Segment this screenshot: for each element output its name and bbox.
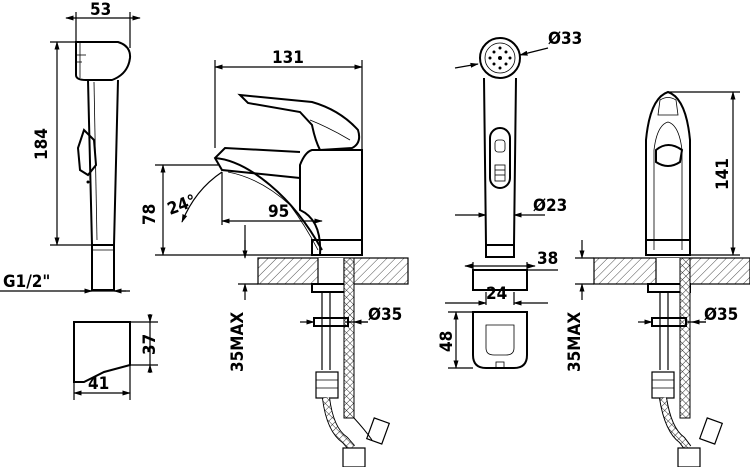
holder-front — [472, 311, 528, 369]
dim-handle-diameter: Ø23 — [533, 196, 567, 216]
faucet-front-view: 141 35MAX Ø35 — [565, 90, 750, 467]
hand-shower-trigger — [76, 128, 98, 177]
supply-hose-right — [679, 257, 691, 419]
hand-shower-handle — [87, 79, 119, 246]
dim-faucet-hole: Ø35 — [368, 305, 402, 325]
dim-spout-height: 78 — [140, 204, 160, 225]
faucet-lever — [237, 93, 361, 152]
faucet-spout — [213, 146, 301, 179]
spray-button — [489, 127, 511, 189]
dim-bracket-width: 41 — [88, 374, 109, 394]
faucet-side-view: 131 78 24° 95 35MAX Ø35 — [140, 48, 409, 467]
hand-shower-connector — [91, 244, 115, 291]
spray-head-face — [479, 37, 521, 79]
dim-spout-length: 95 — [268, 202, 289, 222]
dim-side-hole: Ø35 — [704, 305, 738, 325]
dim-faucet-reach: 131 — [272, 48, 304, 68]
spray-head-views: Ø33 Ø23 38 24 48 — [437, 29, 582, 369]
hand-shower-head — [75, 41, 132, 81]
hand-shower-view: 53 184 G1/2" 37 41 — [0, 0, 160, 400]
dim-faucet-max-thickness: 35MAX — [228, 312, 248, 372]
wall-bracket — [73, 321, 131, 383]
dim-holder-width: 38 — [537, 249, 558, 269]
dim-holder-inner: 24 — [486, 284, 507, 304]
dim-handshower-height: 184 — [32, 128, 52, 160]
holder-top — [472, 269, 528, 291]
spray-handle — [483, 77, 517, 246]
dim-holder-height: 48 — [437, 331, 457, 352]
supply-hose — [343, 257, 355, 419]
dim-spout-angle: 24° — [165, 191, 199, 220]
dim-side-height: 141 — [713, 158, 733, 190]
dim-thread: G1/2" — [3, 272, 50, 292]
dim-side-max-thickness: 35MAX — [565, 312, 585, 372]
faucet-front-body — [645, 90, 691, 256]
dim-spray-diameter: Ø33 — [548, 29, 582, 49]
dim-bracket-height: 37 — [140, 334, 160, 355]
dim-handshower-width: 53 — [90, 0, 111, 20]
